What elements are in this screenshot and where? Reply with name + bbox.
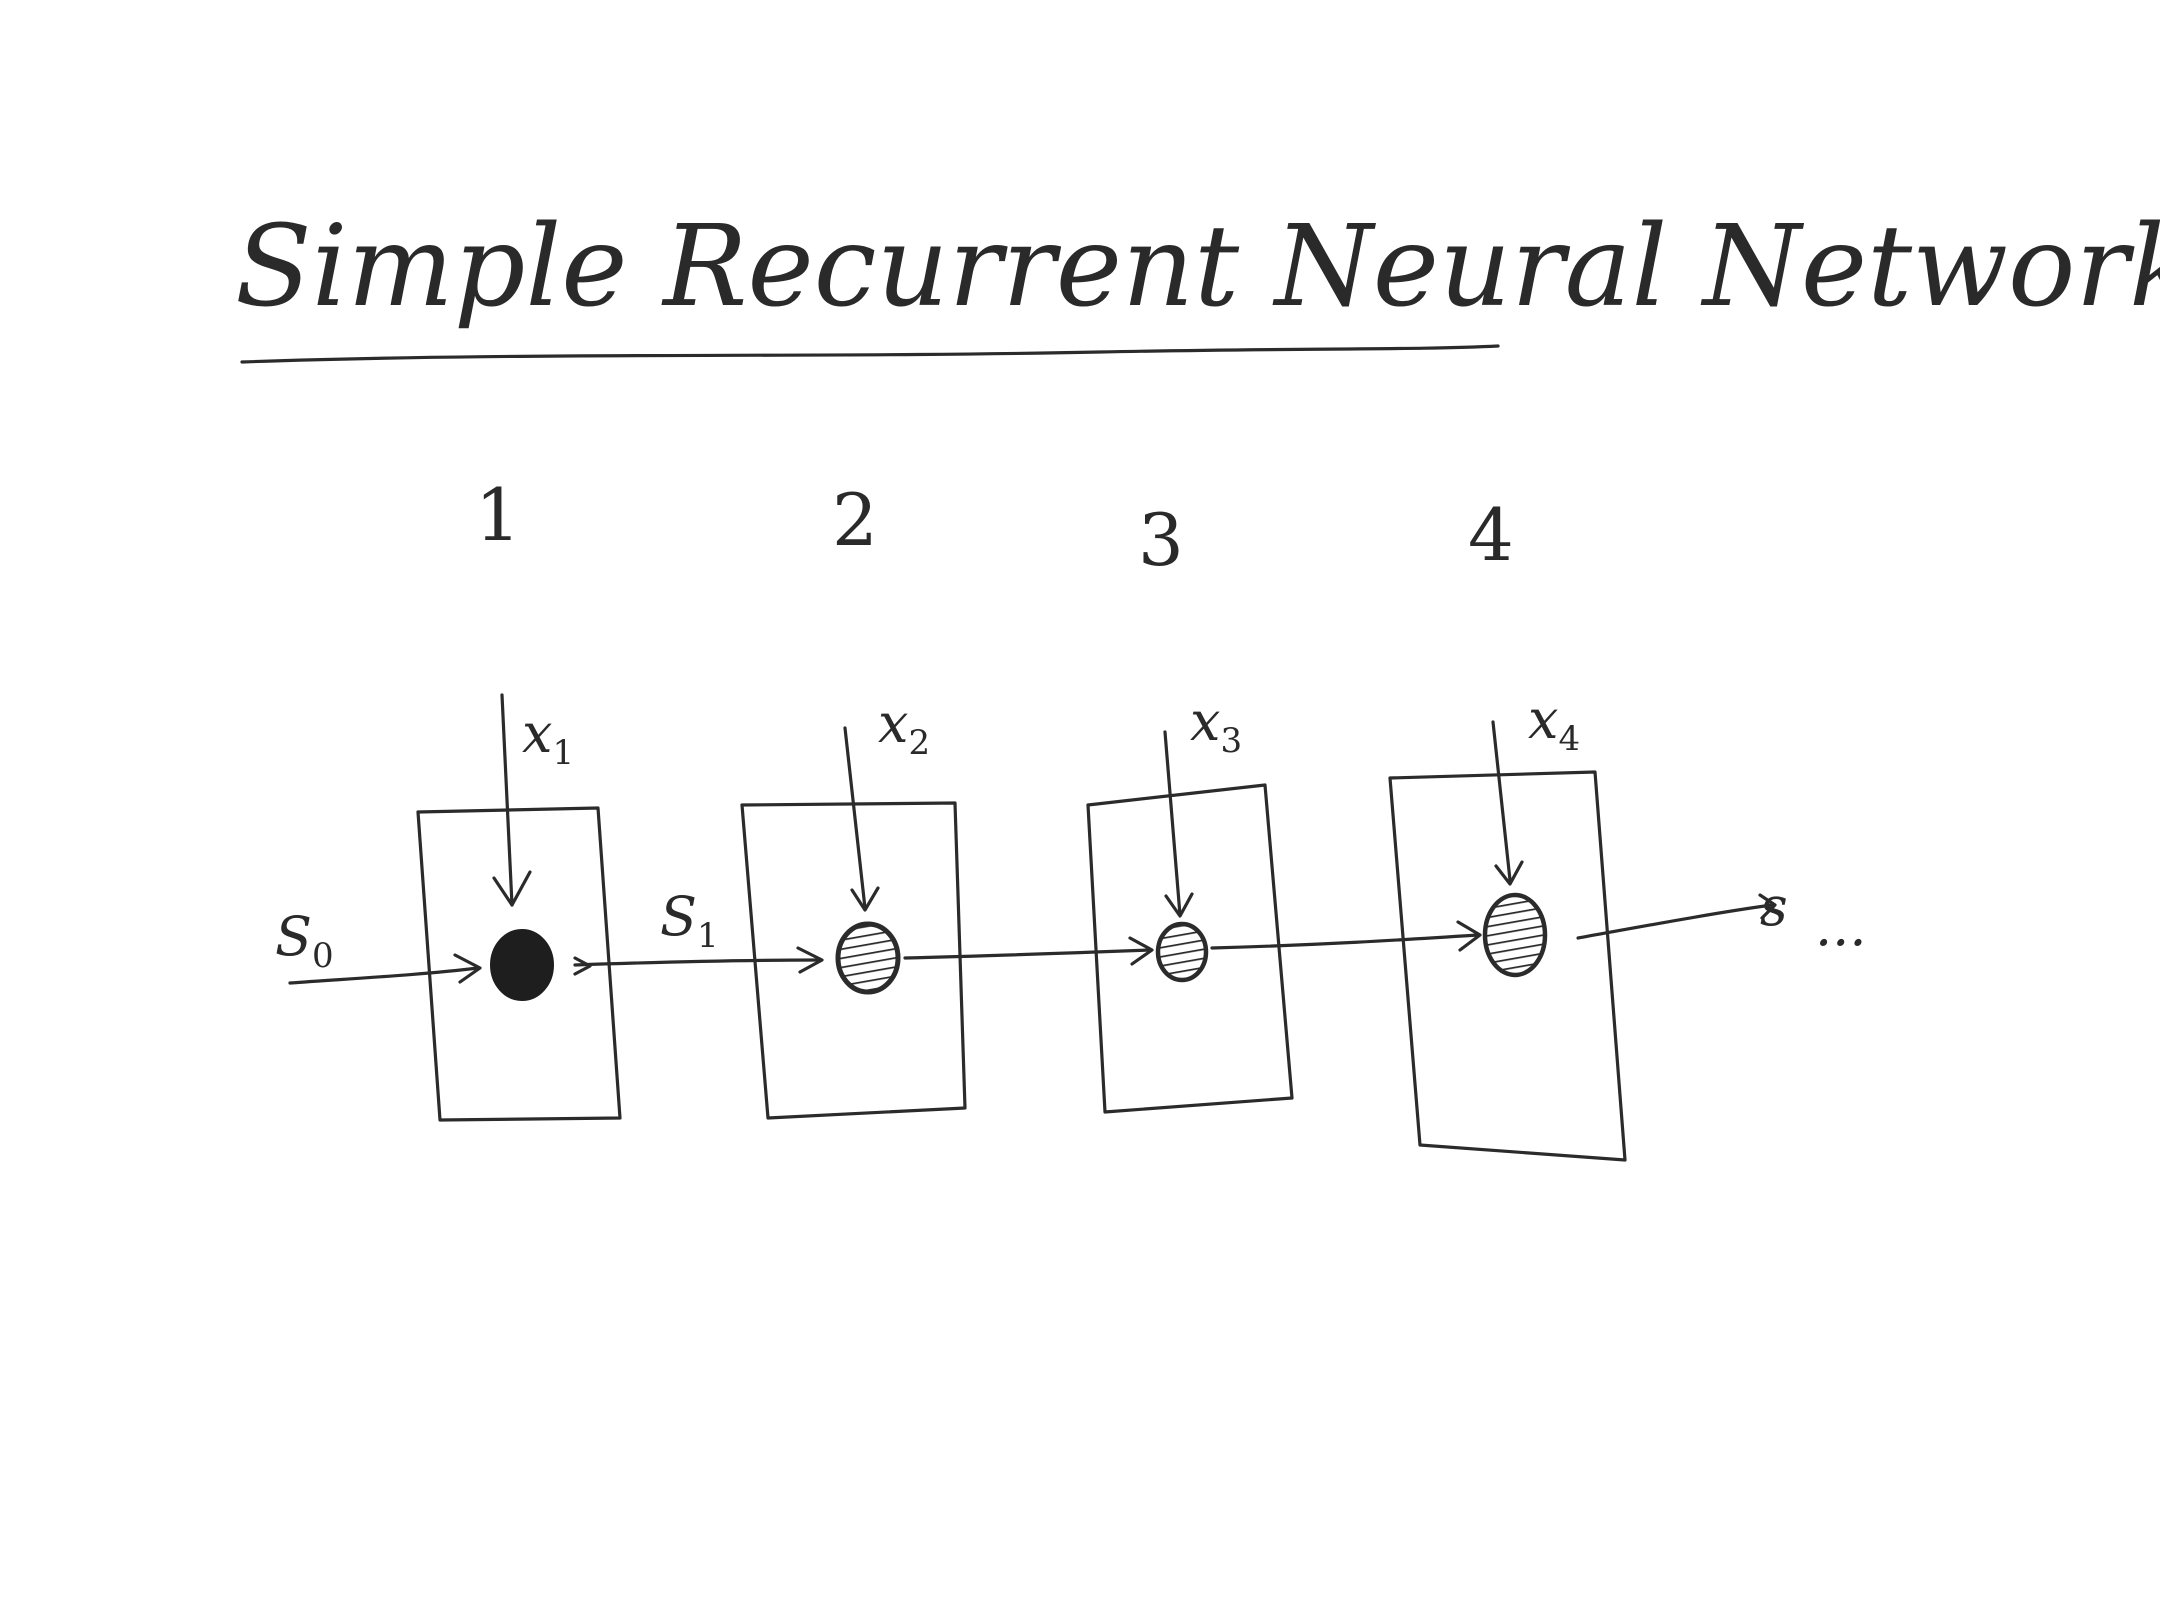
state-arrowhead-s3 <box>1456 920 1482 952</box>
state-arrow-s1 <box>573 958 822 967</box>
input-arrowhead-1 <box>492 870 532 907</box>
state-arrowhead-s2 <box>1128 936 1154 966</box>
input-arrow-3 <box>1163 730 1182 917</box>
step-label-3: 3 <box>1138 498 1184 582</box>
state-arrowhead-s0 <box>453 953 482 984</box>
input-arrow-1 <box>500 693 514 907</box>
input-label-4: x4 <box>1528 688 1580 759</box>
cell-box-2 <box>740 801 967 1120</box>
hidden-nodes <box>490 892 1548 1001</box>
input-arrowhead-3 <box>1164 892 1194 918</box>
hidden-node-2 <box>835 921 901 995</box>
state-label-s1: S1 <box>660 885 719 956</box>
step-label-2: 2 <box>832 478 878 562</box>
state-arrow-out <box>1576 903 1774 940</box>
input-label-1: x1 <box>522 702 574 773</box>
input-labels: x1 x2 x3 x4 <box>522 688 1580 773</box>
cell-box-3 <box>1086 783 1294 1114</box>
hidden-node-1 <box>490 929 554 1001</box>
input-arrows <box>492 693 1524 918</box>
title-group: Simple Recurrent Neural Networks <box>235 202 2160 364</box>
diagram-title: Simple Recurrent Neural Networks <box>235 202 2160 332</box>
state-arrow-s0 <box>288 966 480 985</box>
cell-box-1 <box>416 806 622 1122</box>
state-arrows <box>288 893 1777 985</box>
state-arrow-s3 <box>1210 933 1480 950</box>
cell-box-4 <box>1388 770 1627 1162</box>
input-arrowhead-2 <box>850 886 880 912</box>
state-tail-s1 <box>573 956 592 976</box>
step-label-4: 4 <box>1468 493 1514 577</box>
state-arrowhead-out <box>1758 893 1777 920</box>
cell-boxes <box>416 770 1627 1162</box>
state-arrowhead-s1 <box>796 946 824 974</box>
state-labels: S0 S1 s ... <box>275 875 1867 976</box>
title-underline <box>240 344 1500 364</box>
input-label-3: x3 <box>1190 690 1242 761</box>
continuation-ellipsis: ... <box>1815 895 1867 958</box>
state-label-s0: S0 <box>275 905 334 976</box>
state-label-out: s <box>1760 875 1788 938</box>
hidden-node-3 <box>1155 921 1209 983</box>
step-labels: 1 2 3 4 <box>475 473 1514 582</box>
hidden-node-4 <box>1482 892 1548 978</box>
state-arrow-s2 <box>903 948 1152 960</box>
step-label-1: 1 <box>475 473 521 557</box>
input-label-2: x2 <box>878 692 930 763</box>
input-arrow-4 <box>1491 720 1512 882</box>
input-arrow-2 <box>843 726 867 910</box>
input-arrowhead-4 <box>1494 860 1524 886</box>
